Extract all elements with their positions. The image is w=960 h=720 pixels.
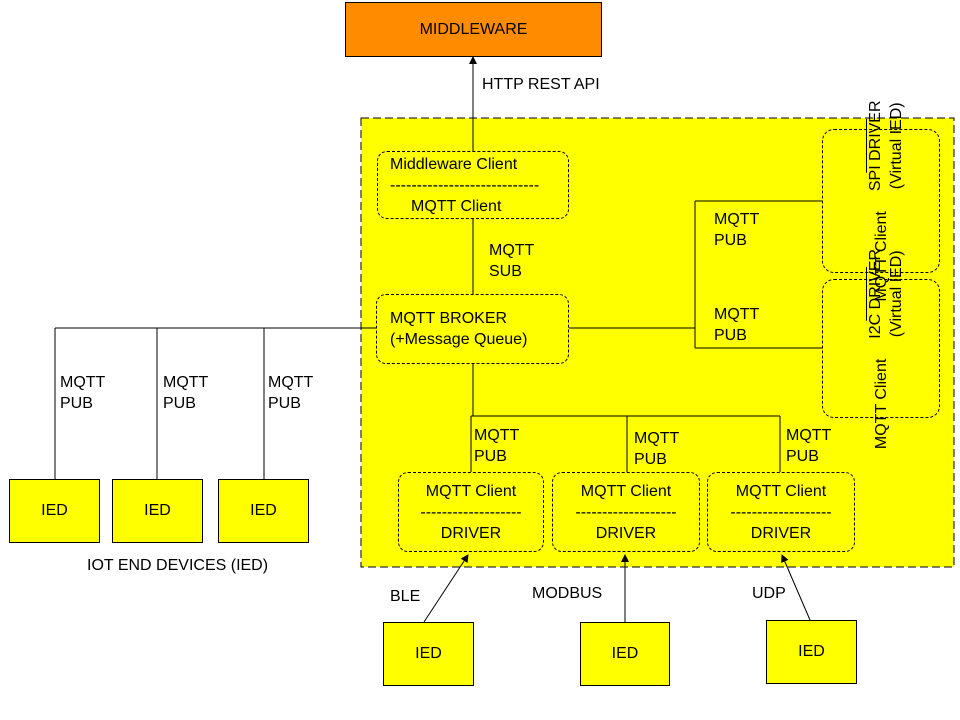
left-pub-3-line1: MQTT <box>268 374 314 391</box>
middleware-client-box: Middleware Client ----------------------… <box>377 151 569 219</box>
broker-title: MQTT BROKER <box>390 310 508 327</box>
bottom-ied-3-label: IED <box>798 643 825 660</box>
driver-box-udp: MQTT Client ------------------- DRIVER <box>707 472 855 552</box>
driver-2-separator: ------------------- <box>575 503 677 521</box>
driver-pub-label-1: MQTT PUB <box>474 425 519 467</box>
bottom-ied-2-label: IED <box>611 645 639 662</box>
bottom-ied-ble: IED <box>383 622 474 686</box>
broker-subtitle: (+Message Queue) <box>390 331 528 348</box>
left-pub-3-line2: PUB <box>268 395 301 412</box>
driver-3-separator: ------------------- <box>730 503 832 521</box>
driver-pub-label-3: MQTT PUB <box>786 425 831 467</box>
gateway-region <box>360 117 955 568</box>
middleware-client-separator: ---------------------------- <box>390 176 540 194</box>
left-pub-label-2: MQTT PUB <box>163 372 208 414</box>
i2c-pub-label: MQTT PUB <box>714 304 759 346</box>
left-pub-1-line1: MQTT <box>60 374 106 391</box>
driver-1-mqtt-client: MQTT Client <box>425 482 517 500</box>
left-pub-label-1: MQTT PUB <box>60 372 105 414</box>
driver-pub-2-line1: MQTT <box>634 430 680 447</box>
driver-3-label: DRIVER <box>750 524 812 542</box>
mqtt-broker-box: MQTT BROKER (+Message Queue) <box>376 294 569 364</box>
middleware-mqtt-client: MQTT Client <box>411 197 502 215</box>
spi-separator: ______ <box>851 119 868 173</box>
protocol-label-udp: UDP <box>752 585 786 602</box>
protocol-label-ble: BLE <box>390 588 421 605</box>
spi-driver-box: MQTT Client ______ SPI DRIVER (Virtual I… <box>822 100 940 302</box>
driver-pub-1-line1: MQTT <box>474 427 520 444</box>
i2c-separator: ______ <box>851 266 868 320</box>
sub-label-line2: SUB <box>489 263 522 280</box>
bottom-ied-1-label: IED <box>415 645 442 662</box>
driver-3-mqtt-client: MQTT Client <box>735 482 827 500</box>
middleware-client-title: Middleware Client <box>390 155 518 173</box>
middleware-label: MIDDLEWARE <box>419 20 528 38</box>
middleware-box: MIDDLEWARE <box>345 2 602 57</box>
spi-virtual-ied: (Virtual IED) <box>888 102 905 190</box>
left-pub-label-3: MQTT PUB <box>268 372 313 414</box>
driver-pub-3-line1: MQTT <box>786 427 832 444</box>
left-pub-2-line1: MQTT <box>163 374 209 391</box>
left-ied-1-label: IED <box>41 502 68 519</box>
i2c-pub-line2: PUB <box>714 327 747 344</box>
driver-pub-1-line2: PUB <box>474 448 507 465</box>
driver-2-label: DRIVER <box>595 524 657 542</box>
driver-pub-label-2: MQTT PUB <box>634 428 679 470</box>
driver-2-mqtt-client: MQTT Client <box>580 482 672 500</box>
http-rest-api-label: HTTP REST API <box>482 76 600 93</box>
protocol-label-modbus: MODBUS <box>532 585 603 602</box>
left-ied-3-label: IED <box>250 502 277 519</box>
left-ied-2: IED <box>112 479 203 543</box>
left-ied-1: IED <box>9 479 100 543</box>
left-ied-2-label: IED <box>144 502 171 519</box>
driver-pub-2-line2: PUB <box>634 451 667 468</box>
spi-pub-line2: PUB <box>714 232 747 249</box>
driver-box-modbus: MQTT Client ------------------- DRIVER <box>552 472 700 552</box>
bottom-ied-modbus: IED <box>580 622 670 686</box>
udp-arrow <box>781 554 811 621</box>
i2c-virtual-ied: (Virtual IED) <box>888 249 905 337</box>
iot-end-devices-caption: IOT END DEVICES (IED) <box>87 557 269 574</box>
driver-box-ble: MQTT Client ------------------- DRIVER <box>398 472 544 552</box>
spi-pub-label: MQTT PUB <box>714 209 759 251</box>
i2c-pub-line1: MQTT <box>714 306 760 323</box>
spi-pub-line1: MQTT <box>714 211 760 228</box>
i2c-mqtt-client: MQTT Client <box>872 358 890 449</box>
driver-1-label: DRIVER <box>440 524 502 542</box>
ble-arrow <box>423 554 469 623</box>
left-pub-2-line2: PUB <box>163 395 196 412</box>
spi-driver-title: SPI DRIVER <box>867 100 884 192</box>
i2c-driver-title: I2C DRIVER <box>867 248 884 339</box>
sub-label-line1: MQTT <box>489 242 535 259</box>
driver-1-separator: ------------------- <box>420 503 522 521</box>
left-ied-3: IED <box>218 479 309 543</box>
bottom-ied-udp: IED <box>766 620 857 684</box>
i2c-driver-box: MQTT Client ______ I2C DRIVER (Virtual I… <box>822 248 940 449</box>
left-pub-1-line2: PUB <box>60 395 93 412</box>
sub-label: MQTT SUB <box>489 240 534 282</box>
driver-pub-3-line2: PUB <box>786 448 819 465</box>
